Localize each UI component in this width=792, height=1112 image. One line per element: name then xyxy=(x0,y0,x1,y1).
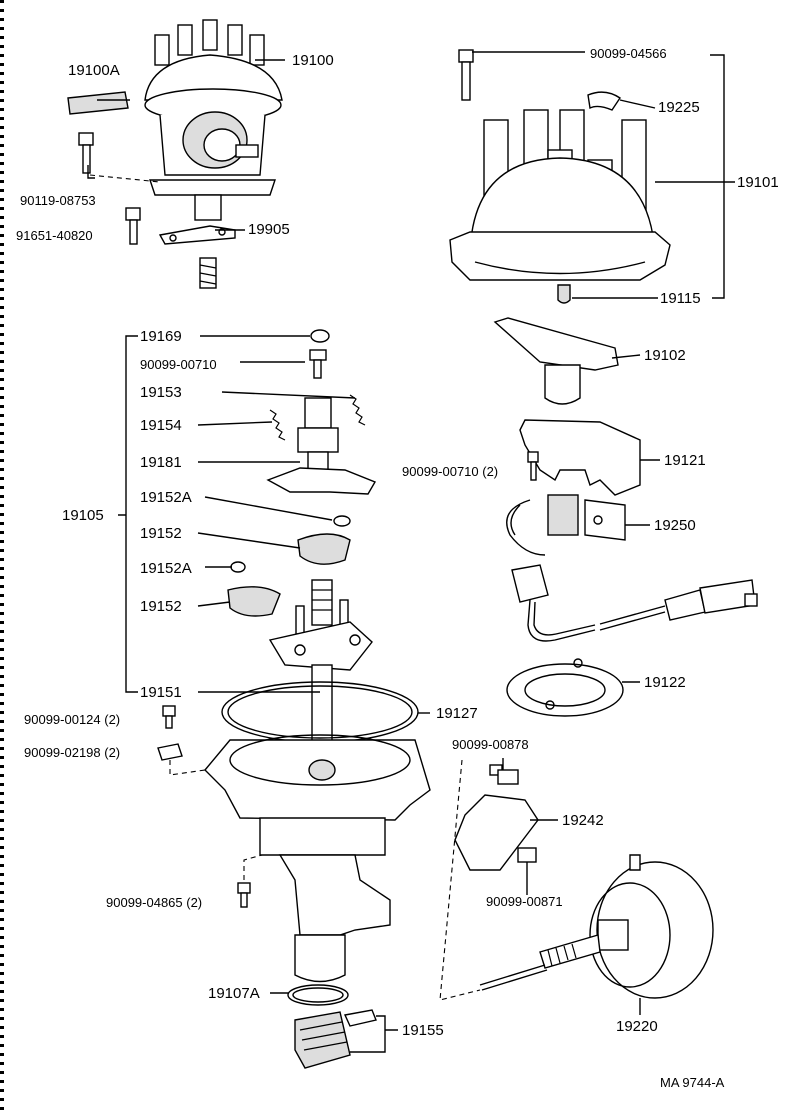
bolt-91651-40820-drawing xyxy=(125,207,141,245)
label-19115: 19115 xyxy=(660,290,701,307)
label-19127: 19127 xyxy=(436,705,478,722)
bracket-19105 xyxy=(118,335,138,693)
label-19220: 19220 xyxy=(616,1018,658,1035)
rotor-drawing xyxy=(493,317,619,405)
leader-lines xyxy=(87,51,735,1053)
label-19225: 19225 xyxy=(658,99,700,116)
label-19152A-upper: 19152A xyxy=(140,489,192,506)
governor-parts-drawing xyxy=(227,329,377,776)
label-19151: 19151 xyxy=(140,684,182,701)
label-90099-00124: 90099-00124 (2) xyxy=(24,712,121,727)
label-90099-00710: 90099-00710 xyxy=(140,357,217,372)
label-19250: 19250 xyxy=(654,517,696,534)
signal-rotor-plate-drawing xyxy=(506,658,624,717)
label-19905: 19905 xyxy=(248,221,290,238)
label-19152A-lower: 19152A xyxy=(140,560,192,577)
label-19100: 19100 xyxy=(292,52,334,69)
label-90099-00878: 90099-00878 xyxy=(452,737,529,752)
label-19122: 19122 xyxy=(644,674,686,691)
label-19181: 19181 xyxy=(140,454,182,471)
label-19121: 19121 xyxy=(664,452,706,469)
label-19152-upper: 19152 xyxy=(140,525,182,542)
vacuum-advance-drawing xyxy=(439,759,714,1001)
pickup-coil-drawing xyxy=(506,494,758,642)
label-90099-00710-2: 90099-00710 (2) xyxy=(402,464,499,479)
label-90099-04566: 90099-04566 xyxy=(590,46,667,61)
label-19242: 19242 xyxy=(562,812,604,829)
left-dashed-border xyxy=(0,0,4,1112)
housing-drawing xyxy=(204,734,431,1069)
bracket-19101 xyxy=(710,54,725,299)
label-19152-lower: 19152 xyxy=(140,598,182,615)
label-19101: 19101 xyxy=(737,174,779,191)
label-19100A: 19100A xyxy=(68,62,120,79)
label-91651-40820: 91651-40820 xyxy=(16,228,93,243)
label-19154: 19154 xyxy=(140,417,182,434)
label-90119-08753: 90119-08753 xyxy=(20,193,96,208)
bolt-90119-08753-drawing xyxy=(78,132,161,183)
label-19102: 19102 xyxy=(644,347,686,364)
distributor-cap-drawing xyxy=(449,49,671,304)
diagram-reference-code: MA 9744-A xyxy=(660,1075,725,1090)
gasket-plate-drawing xyxy=(67,91,129,115)
small-bolts-drawing xyxy=(157,705,263,908)
label-19169: 19169 xyxy=(140,328,182,345)
igniter-bracket-drawing xyxy=(519,419,641,496)
label-19155: 19155 xyxy=(402,1022,444,1039)
label-90099-02198: 90099-02198 (2) xyxy=(24,745,121,760)
label-19153: 19153 xyxy=(140,384,182,401)
label-19105: 19105 xyxy=(62,507,104,524)
label-90099-04865: 90099-04865 (2) xyxy=(106,895,203,910)
distributor-assembly-drawing xyxy=(144,19,283,289)
label-19107A: 19107A xyxy=(208,985,260,1002)
label-90099-00871: 90099-00871 xyxy=(486,894,563,909)
